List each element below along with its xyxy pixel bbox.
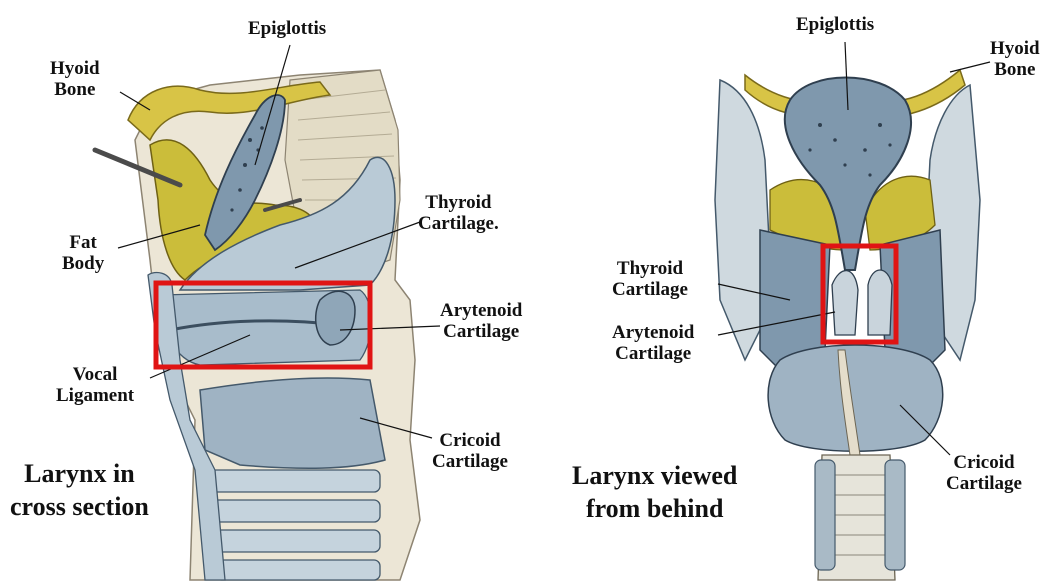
right-caption-line2: from behind: [572, 493, 737, 526]
left-label-hyoid-line2: Bone: [50, 79, 100, 100]
left-label-thyroid-line2: Cartilage.: [418, 213, 499, 234]
right-label-arytenoid-line1: Arytenoid: [612, 322, 694, 343]
left-label-arytenoid-cartilage: Arytenoid Cartilage: [440, 300, 522, 343]
left-label-hyoid-bone: Hyoid Bone: [50, 58, 100, 101]
right-label-hyoid-line2: Bone: [990, 59, 1040, 80]
right-label-cricoid-cartilage: Cricoid Cartilage: [946, 452, 1022, 495]
right-label-epiglottis: Epiglottis: [796, 14, 874, 35]
left-label-epiglottis-text: Epiglottis: [248, 18, 326, 39]
left-label-vocal-line1: Vocal: [56, 364, 134, 385]
left-label-cricoid-line2: Cartilage: [432, 451, 508, 472]
left-label-arytenoid-line1: Arytenoid: [440, 300, 522, 321]
left-label-vocal-ligament: Vocal Ligament: [56, 364, 134, 407]
right-label-thyroid-line1: Thyroid: [612, 258, 688, 279]
right-label-epiglottis-text: Epiglottis: [796, 14, 874, 35]
left-label-thyroid-line1: Thyroid: [418, 192, 499, 213]
left-caption-line1: Larynx in: [10, 458, 149, 491]
left-caption: Larynx in cross section: [10, 458, 149, 523]
left-label-thyroid-cartilage: Thyroid Cartilage.: [418, 192, 499, 235]
left-caption-line2: cross section: [10, 491, 149, 524]
right-label-thyroid-cartilage: Thyroid Cartilage: [612, 258, 688, 301]
left-label-cricoid-line1: Cricoid: [432, 430, 508, 451]
right-arytenoid: [832, 271, 858, 335]
right-larynx-illustration: [715, 70, 980, 580]
right-caption: Larynx viewed from behind: [572, 460, 737, 525]
right-label-hyoid-line1: Hyoid: [990, 38, 1040, 59]
left-label-epiglottis: Epiglottis: [248, 18, 326, 39]
left-label-hyoid-line1: Hyoid: [50, 58, 100, 79]
left-label-fat-line1: Fat: [62, 232, 104, 253]
right-label-cricoid-line1: Cricoid: [946, 452, 1022, 473]
left-label-arytenoid-line2: Cartilage: [440, 321, 522, 342]
left-label-fat-line2: Body: [62, 253, 104, 274]
right-label-thyroid-line2: Cartilage: [612, 279, 688, 300]
right-label-arytenoid-line2: Cartilage: [612, 343, 694, 364]
left-label-vocal-line2: Ligament: [56, 385, 134, 406]
right-caption-line1: Larynx viewed: [572, 460, 737, 493]
left-label-cricoid-cartilage: Cricoid Cartilage: [432, 430, 508, 473]
right-label-cricoid-line2: Cartilage: [946, 473, 1022, 494]
right-label-arytenoid-cartilage: Arytenoid Cartilage: [612, 322, 694, 365]
right-label-hyoid-bone: Hyoid Bone: [990, 38, 1040, 81]
left-cricoid-cartilage: [200, 378, 385, 468]
left-label-fat-body: Fat Body: [62, 232, 104, 275]
